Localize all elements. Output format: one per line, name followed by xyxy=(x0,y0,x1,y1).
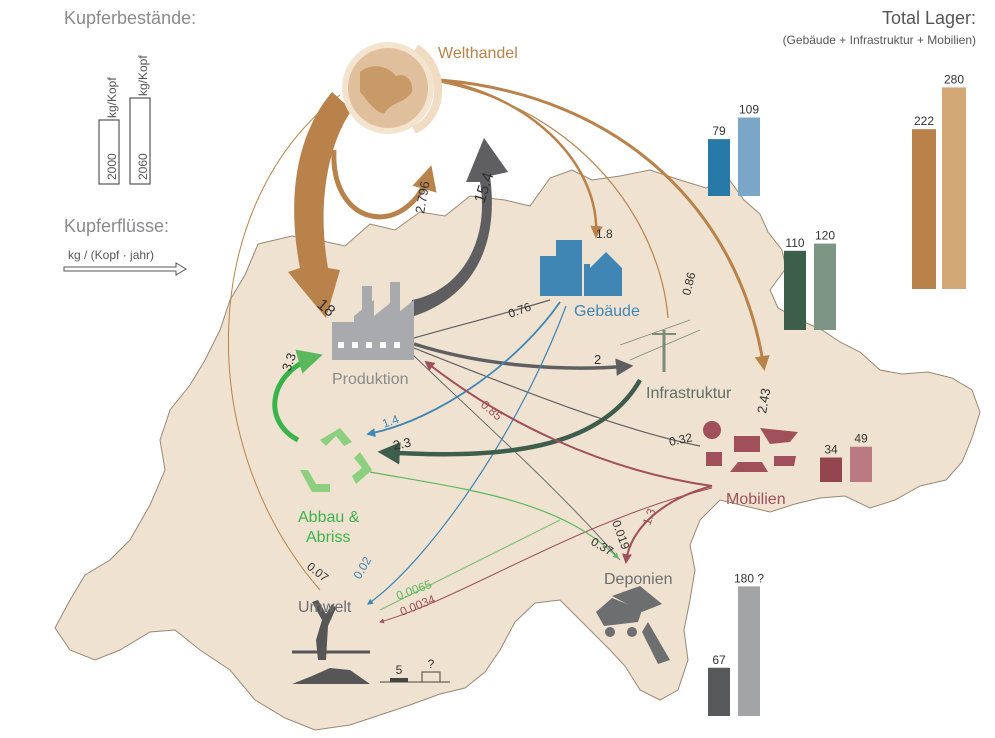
vehicles-icon xyxy=(703,421,798,472)
node-umwelt: Umwelt xyxy=(298,599,352,616)
bar-label-mobilien-2000: 34 xyxy=(824,443,838,457)
node-produktion: Produktion xyxy=(332,371,409,388)
legend-fluesse-title: Kupferflüsse: xyxy=(64,216,169,236)
flow-label-2796: 2.796 xyxy=(412,180,432,215)
node-abbau-line1: Abbau & xyxy=(298,509,360,526)
dead-tree-icon xyxy=(292,600,370,684)
legend-bestaende-title: Kupferbestände: xyxy=(64,8,196,28)
flow-prod-mobilien xyxy=(413,347,701,447)
powerline-icon xyxy=(619,319,701,372)
bar-label-umwelt-2060: ? xyxy=(428,657,435,671)
legend-unit-2060: kg/Kopf xyxy=(136,55,150,96)
bar-label-total-lager-2000: 222 xyxy=(914,114,934,128)
bar-umwelt-2000 xyxy=(390,678,408,682)
bar-label-geb-ude-2060: 109 xyxy=(739,103,759,117)
bar-label-deponien-2060: 180 ? xyxy=(734,571,764,585)
legend-bar-2000 xyxy=(98,119,120,185)
flow-gebaeude-abbau xyxy=(366,301,561,438)
flow-abbau-deponien xyxy=(369,471,619,559)
legend-flow-arrow xyxy=(63,262,187,276)
flow-gebaeude-umwelt xyxy=(367,305,567,605)
flow-label-infra-abbau: 2.3 xyxy=(392,435,413,453)
flow-prod-infrastruktur xyxy=(413,342,634,376)
flow-welthandel-infrastruktur xyxy=(439,81,669,319)
bar-deponien-2060 xyxy=(738,586,760,716)
bar-mobilien-2060 xyxy=(850,446,872,482)
bar-label-infrastruktur-2060: 120 xyxy=(815,229,835,243)
flow-label-wh-geb: 1.8 xyxy=(596,227,613,241)
flow-infrastruktur-abbau xyxy=(377,378,642,465)
factory-icon xyxy=(332,282,414,360)
bar-geb-ude-2000 xyxy=(708,139,730,196)
node-mobilien: Mobilien xyxy=(726,491,786,508)
legend-bar-2060 xyxy=(129,97,151,185)
flow-label-prod-infra: 2 xyxy=(594,352,601,367)
export-arrow xyxy=(408,138,508,318)
bar-infrastruktur-2060 xyxy=(814,243,836,330)
node-gebaeude: Gebäude xyxy=(574,303,640,320)
legend-flow-unit: kg / (Kopf · jahr) xyxy=(68,248,154,262)
flow-label-mob-dep: 1.3 xyxy=(640,506,659,527)
flow-mobilien-umwelt xyxy=(379,487,713,624)
stock-bar-labels: 222 280 79 109 110 120 34 49 67 180 ? 5? xyxy=(396,72,965,677)
bar-total-lager-2060 xyxy=(942,87,966,290)
globe-icon xyxy=(342,42,443,134)
bar-infrastruktur-2000 xyxy=(784,250,806,330)
node-deponien: Deponien xyxy=(604,571,673,588)
bar-label-umwelt-2000: 5 xyxy=(396,663,403,677)
legend-year-2060: 2060 xyxy=(136,153,150,180)
flow-mobilien-produktion xyxy=(424,360,713,487)
total-subtitle: (Gebäude + Infrastruktur + Mobilien) xyxy=(783,33,976,47)
bar-label-total-lager-2060: 280 xyxy=(944,72,964,86)
bar-total-lager-2000 xyxy=(912,129,936,289)
flow-prod-deponien xyxy=(409,351,621,561)
flow-label-wh-infra: 0.86 xyxy=(679,270,698,296)
flow-label-abbau-prod: 3.3 xyxy=(279,351,299,373)
flow-welthandel-umwelt xyxy=(227,94,341,591)
node-infrastruktur: Infrastruktur xyxy=(646,385,732,402)
legend-year-2000: 2000 xyxy=(105,153,119,180)
flow-label-prod-mob: 0.32 xyxy=(668,430,694,449)
recycle-icon xyxy=(300,428,372,492)
node-abbau-line2: Abriss xyxy=(306,529,350,546)
flow-prod-gebaeude xyxy=(413,299,551,339)
dump-truck-icon xyxy=(596,586,670,664)
flow-mobilien-deponien xyxy=(622,485,713,564)
flow-welthandel-mobilien xyxy=(439,78,770,371)
node-welthandel: Welthandel xyxy=(438,45,518,62)
bar-umwelt-2060 xyxy=(421,671,441,683)
loop-arrow xyxy=(331,149,437,220)
flow-label-geb-abbau: 1.4 xyxy=(380,412,401,431)
bar-deponien-2000 xyxy=(708,667,730,716)
bar-mobilien-2000 xyxy=(820,457,842,482)
flow-label-wh-mob: 2.43 xyxy=(754,387,773,415)
bar-geb-ude-2060 xyxy=(738,117,760,196)
bar-label-infrastruktur-2000: 110 xyxy=(785,236,804,250)
total-title: Total Lager: xyxy=(882,8,976,28)
stock-bars xyxy=(390,87,966,716)
bar-label-geb-ude-2000: 79 xyxy=(712,124,726,138)
bar-label-deponien-2000: 67 xyxy=(712,653,726,667)
bar-label-mobilien-2060: 49 xyxy=(854,432,868,446)
buildings-icon xyxy=(540,240,622,296)
flow-welthandel-gebaeude xyxy=(439,78,603,239)
import-arrow xyxy=(288,92,352,318)
legend-unit-2000: kg/Kopf xyxy=(105,77,119,118)
flow-abbau-umwelt xyxy=(379,519,561,611)
flow-abbau-produktion xyxy=(272,349,323,443)
